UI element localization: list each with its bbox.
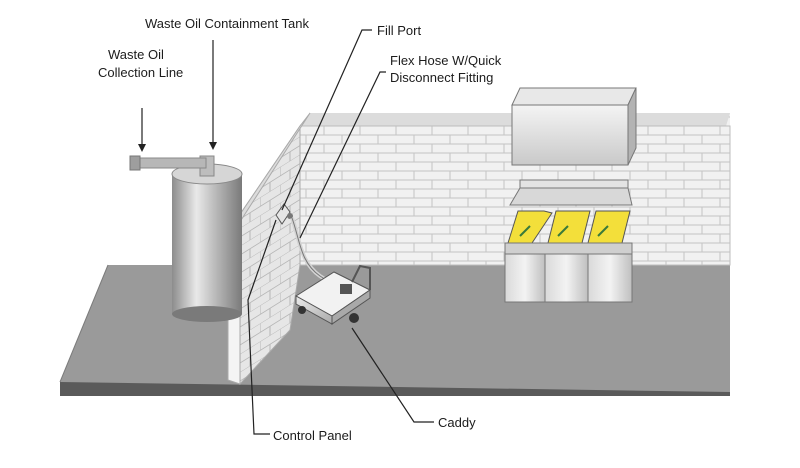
waste-oil-containment-tank (129, 155, 243, 322)
label-waste-oil-containment-tank: Waste Oil Containment Tank (145, 16, 310, 31)
fill-port (275, 203, 293, 225)
label-flex-hose: Flex Hose W/Quick Disconnect Fitting (390, 53, 505, 85)
label-waste-oil-collection-line: Waste Oil Collection Line (98, 47, 183, 80)
exhaust-hood (511, 87, 637, 166)
caddy (295, 264, 371, 325)
fryer-bank (504, 179, 633, 303)
label-control-panel: Control Panel (273, 428, 352, 443)
fryer-vat-2 (547, 210, 591, 244)
label-fill-port: Fill Port (377, 23, 421, 38)
fryer-vat-3 (587, 210, 631, 244)
label-caddy: Caddy (438, 415, 476, 430)
leader-lines (138, 29, 434, 435)
